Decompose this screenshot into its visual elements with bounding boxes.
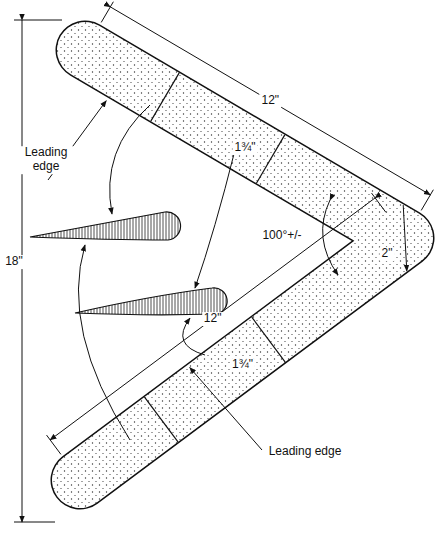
length-dimension <box>110 7 430 195</box>
extension-line <box>372 193 386 212</box>
airfoil-section <box>75 288 227 315</box>
width-dimension <box>403 205 407 271</box>
part-label: Leading edge <box>267 445 344 459</box>
angle-text: 100°+/- <box>260 229 303 243</box>
angle-arc <box>323 200 338 275</box>
section-mark <box>151 73 179 121</box>
section-mark <box>252 317 285 362</box>
boomerang-body <box>80 50 405 480</box>
section-arrow <box>110 105 150 214</box>
dimension-text: 2" <box>380 247 395 261</box>
boomerang-outline <box>80 50 405 480</box>
extension-line <box>14 522 55 523</box>
part-label: Leading edge <box>14 146 78 174</box>
dimension-text: 1¾" <box>233 141 258 155</box>
leader-line <box>190 368 262 450</box>
airfoil-section <box>30 212 181 240</box>
dimension-text: 12" <box>202 312 224 326</box>
extension-line <box>14 20 62 21</box>
section-arrow <box>195 150 235 288</box>
dimension-text: 1¾" <box>230 358 255 372</box>
section-mark <box>145 397 178 442</box>
section-mark <box>256 135 284 183</box>
dimension-text: 12" <box>260 94 282 108</box>
section-arrow <box>78 245 130 440</box>
extension-line <box>47 435 61 454</box>
dimension-text: 18" <box>3 255 25 269</box>
extension-line <box>101 2 113 23</box>
height-dimension <box>22 20 23 522</box>
extension-line <box>421 190 433 211</box>
